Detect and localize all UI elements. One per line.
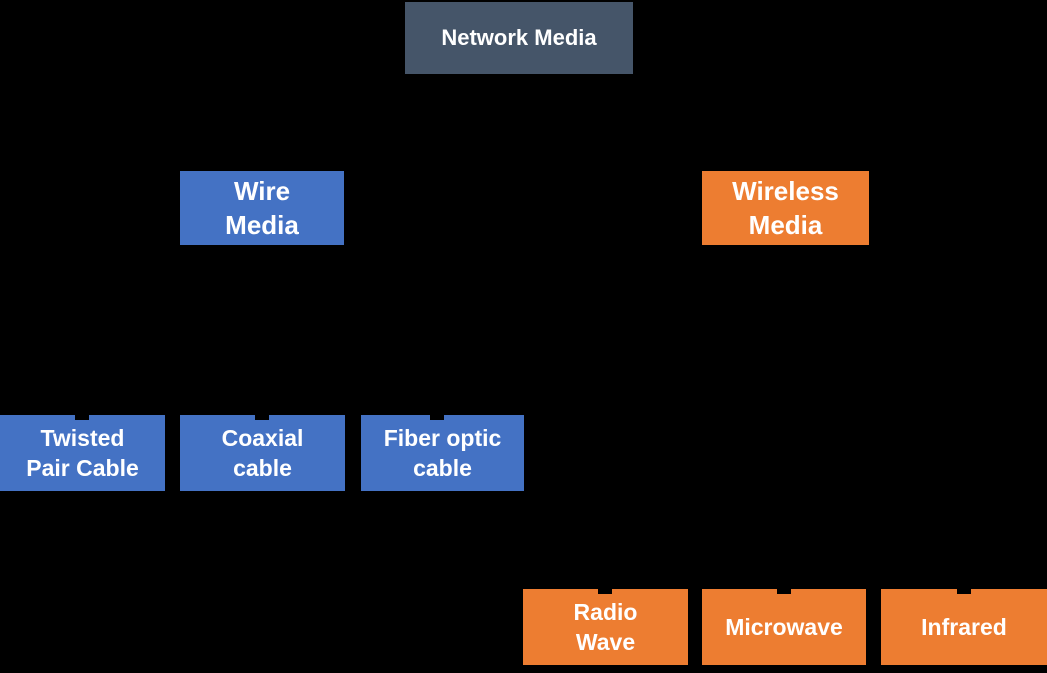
node-coaxial-cable-label-line1: Coaxial [221,424,304,451]
connector-drop-microwave [782,507,785,589]
node-radio-wave-label-line2: Wave [575,629,636,655]
node-twisted-pair-cable-label-line2: Pair Cable [26,455,139,481]
connector-stub-radio [598,587,612,594]
connector-wire-stem [260,245,263,333]
node-wireless-media-label-line1: Wireless [732,175,839,206]
node-radio-wave: Radio Wave [523,589,688,665]
connector-stub-fiber [430,413,444,420]
connector-wire-crossbar [80,330,443,333]
node-wire-media-label-line2: Media [225,210,299,240]
node-microwave: Microwave [702,589,866,665]
node-fiber-optic-cable: Fiber optic cable [361,415,524,491]
connector-drop-twisted [80,330,83,415]
node-microwave-label: Microwave [725,613,843,640]
connector-root-crossbar [260,119,786,122]
node-coaxial-cable: Coaxial cable [180,415,345,491]
node-coaxial-cable-label-line2: cable [233,455,292,481]
connector-drop-coaxial [260,333,263,415]
connector-stub-twisted [75,413,89,420]
connector-drop-radio [603,507,606,589]
node-radio-wave-label-line1: Radio [573,598,638,625]
node-network-media-label: Network Media [441,25,597,51]
node-fiber-optic-cable-label-line2: cable [413,455,472,481]
node-fiber-optic-cable-label-line1: Fiber optic [383,424,502,451]
connector-wireless-crossbar [603,504,965,507]
node-twisted-pair-cable: Twisted Pair Cable [0,415,165,491]
node-twisted-pair-cable-label-line1: Twisted [40,424,125,451]
connector-drop-fiber [440,330,443,415]
node-wireless-media-label-line2: Media [748,210,823,240]
connector-wireless-stem [783,245,786,507]
connector-drop-wire [260,119,263,171]
node-wire-media: Wire Media [180,171,344,245]
connector-root-stem [517,74,520,122]
connector-drop-wireless [783,119,786,171]
node-wire-media-label-line1: Wire [233,175,291,206]
connector-stub-infrared [957,587,971,594]
node-infrared: Infrared [881,589,1047,665]
node-wireless-media: Wireless Media [702,171,869,245]
node-network-media: Network Media [405,2,633,74]
node-infrared-label: Infrared [921,613,1007,640]
connector-drop-infrared [962,507,965,589]
connector-stub-microwave [777,587,791,594]
connector-stub-coaxial [255,413,269,420]
